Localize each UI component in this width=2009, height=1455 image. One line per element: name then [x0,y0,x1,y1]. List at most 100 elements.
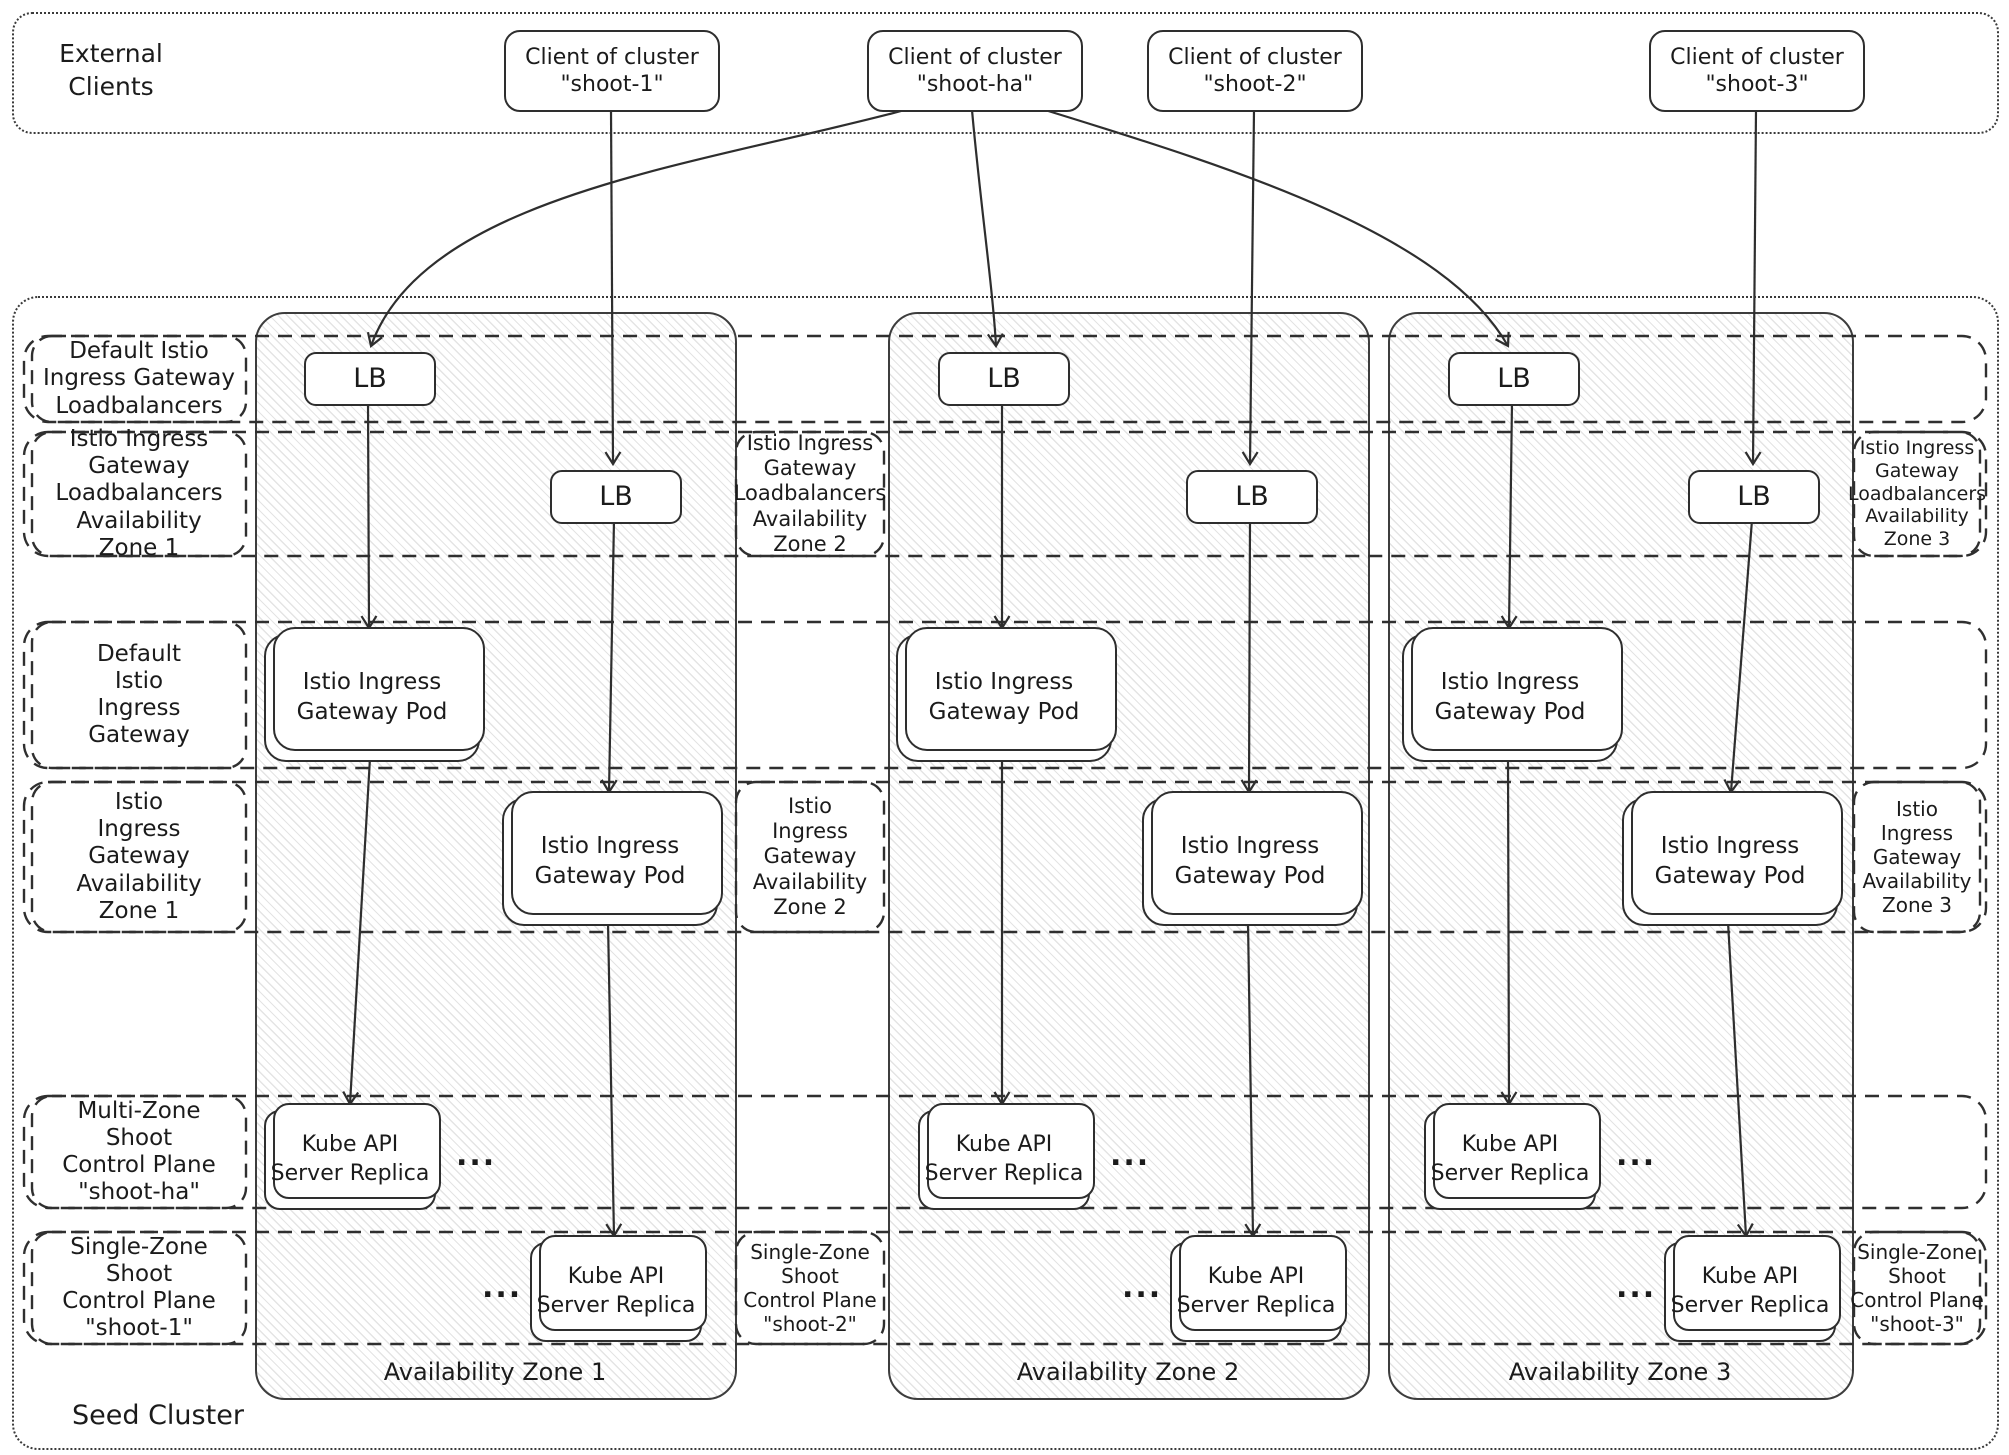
band-zone-istio-gateway [22,780,1988,934]
default-lb-band-label: Default Istio Ingress Gateway Loadbalanc… [32,336,246,422]
lb-label: LB [1497,363,1531,395]
label-box-single-zone-right [1852,1230,1982,1346]
client-shoot-2-line2: "shoot-2" [1203,72,1307,97]
label-box-single-zone-middle [734,1230,886,1346]
multi-zone-label-line: "shoot-ha" [78,1179,200,1206]
replica-box-az1-multizone: Kube API Server Replica [264,1103,441,1210]
label-box-default-gw-left [30,620,248,770]
replica-label-line2: Server Replica [1430,1161,1590,1186]
arrow-az2-zone-lb-to-zone-pod [1240,519,1258,795]
arrow-az1-pod-to-multizone-replica [342,757,372,1107]
arrow-shootha-to-az3-default-lb [1044,108,1510,348]
label-box-zone-lb-middle [734,430,886,558]
ellipsis-az1-multizone: ... [456,1138,497,1173]
zone-gw-zone3-label-line: Availability [1862,869,1972,893]
replica-box-az3-singlezone: Kube API Server Replica [1664,1235,1841,1342]
zone-lb-zone1-label-line: Loadbalancers [55,480,223,507]
zone-lb-zone1-label-line: Availability [76,507,202,534]
zone-lb-zone2-label-line: Istio Ingress [746,431,874,456]
multi-zone-label-line: Shoot [105,1124,173,1151]
arrow-shoot2-to-az2-zone-lb [1241,109,1259,467]
zone-gw-zone2-label-line: Gateway [763,844,857,869]
pod-box-az3-zone: Istio Ingress Gateway Pod [1622,791,1843,926]
zone-lb-zone2-label-line: Availability [752,506,868,531]
pod-label-line1: Istio Ingress [540,833,680,860]
zone-gw-band-label-zone1: Istio Ingress Gateway Availability Zone … [32,782,246,932]
single-zone-shoot3-label-line: Single-Zone [1857,1240,1977,1264]
single-zone-shoot2-label-line: Single-Zone [750,1240,870,1264]
zone-gw-zone1-label-line: Ingress [97,816,181,843]
default-lb-label-line: Default Istio [69,338,209,365]
single-zone-shoot3-label-line: Shoot [1888,1264,1946,1288]
ellipsis-az3-multizone: ... [1616,1138,1657,1173]
label-box-single-zone-left [30,1230,248,1346]
lb-box-az2-default: LB [938,352,1070,406]
label-box-zone-lb-right [1852,430,1982,558]
zone-gw-zone2-label-line: Ingress [772,819,848,844]
replica-label-line2: Server Replica [536,1293,696,1318]
client-shoot-3-line2: "shoot-3" [1705,72,1809,97]
availability-zone-3-label: Availability Zone 3 [1508,1358,1732,1386]
replica-box-az2-singlezone: Kube API Server Replica [1170,1235,1347,1342]
lb-box-az3-default: LB [1448,352,1580,406]
default-gw-band-label: Default Istio Ingress Gateway [32,622,246,768]
arrow-az1-zone-lb-to-zone-pod [600,519,618,795]
pod-box-az2-default: Istio Ingress Gateway Pod [896,627,1117,762]
zone-gw-zone2-label-line: Availability [752,869,868,894]
zone-gw-zone3-label-line: Zone 3 [1882,893,1952,917]
single-zone-shoot1-label-line: Shoot [105,1260,173,1287]
replica-label-line1: Kube API [1461,1132,1559,1158]
arrow-shootha-to-az2-default-lb [970,109,1004,349]
replica-label-line1: Kube API [1701,1264,1799,1290]
client-shoot-ha-line1: Client of cluster [888,44,1062,70]
pod-label-line2: Gateway Pod [928,699,1080,725]
pod-label-line1: Istio Ingress [1660,833,1800,860]
arrow-shoot3-to-az3-zone-lb [1744,109,1762,467]
arrow-az3-zone-lb-to-zone-pod [1723,519,1754,795]
single-zone-shoot1-label-line: Control Plane [62,1288,216,1314]
single-zone-shoot1-label-line: Single-Zone [70,1233,208,1260]
replica-label-line1: Kube API [301,1132,399,1158]
client-box-shoot-2: Client of cluster "shoot-2" [1147,30,1363,112]
arrow-shootha-to-az1-default-lb [366,108,906,348]
single-zone-band-label-shoot1: Single-Zone Shoot Control Plane "shoot-1… [32,1232,246,1344]
replica-label-line1: Kube API [955,1132,1053,1158]
arrow-az2-zone-pod-to-singlezone-replica [1244,921,1262,1239]
zone-lb-band-label-zone1: Istio Ingress Gateway Loadbalancers Avai… [32,426,246,561]
zone-lb-band-label-zone3: Istio Ingress Gateway Loadbalancers Avai… [1848,432,1986,556]
external-clients-label-line2: Clients [68,71,154,101]
lb-label: LB [987,363,1021,395]
single-zone-band-label-shoot3: Single-Zone Shoot Control Plane "shoot-3… [1850,1232,1984,1344]
zone-lb-zone2-label-line: Gateway [763,456,857,481]
arrow-az1-lb-to-pod [360,401,378,631]
replica-box-az2-multizone: Kube API Server Replica [918,1103,1095,1210]
band-zone-istio-lb [22,430,1988,558]
single-zone-band-label-shoot2: Single-Zone Shoot Control Plane "shoot-2… [736,1232,884,1344]
pod-label-line2: Gateway Pod [1434,699,1586,725]
pod-label-line1: Istio Ingress [934,669,1074,696]
default-lb-label-line: Loadbalancers [55,392,223,419]
zone-lb-zone2-label-line: Zone 2 [773,531,847,556]
zone-gw-zone3-label-line: Gateway [1872,845,1962,869]
client-box-shoot-ha: Client of cluster "shoot-ha" [867,30,1083,112]
replica-label-line2: Server Replica [1176,1293,1336,1318]
zone-lb-zone1-label-line: Istio Ingress [69,426,209,453]
label-box-zone-gw-middle [734,780,886,934]
arrow-az1-zone-pod-to-singlezone-replica [605,921,623,1239]
zone-gw-zone1-label-line: Istio [114,789,164,816]
pod-label-line2: Gateway Pod [1654,863,1806,889]
lb-label: LB [599,481,633,513]
zone-lb-zone3-label-line: Gateway [1875,459,1959,482]
label-box-multi-zone-left [30,1094,248,1210]
pod-box-az1-zone: Istio Ingress Gateway Pod [502,791,723,926]
zone-gw-zone3-label-line: Ingress [1880,821,1954,845]
lb-label: LB [1737,481,1771,513]
zone-lb-zone3-label-line: Istio Ingress [1859,437,1975,459]
replica-label-line2: Server Replica [270,1161,430,1186]
replica-label-line1: Kube API [567,1264,665,1290]
single-zone-shoot2-label-line: Control Plane [743,1288,877,1312]
client-shoot-ha-line2: "shoot-ha" [916,72,1034,97]
availability-zone-2-label: Availability Zone 2 [1016,1358,1240,1386]
